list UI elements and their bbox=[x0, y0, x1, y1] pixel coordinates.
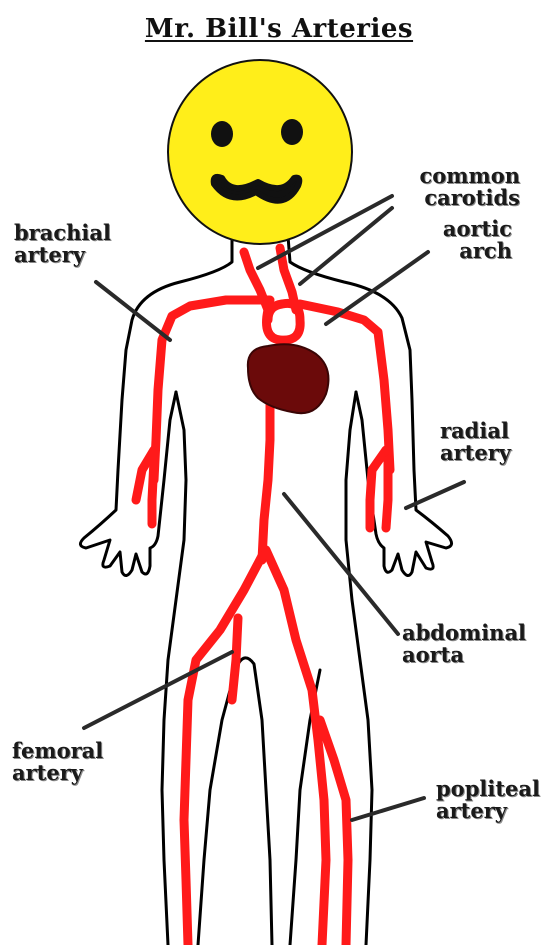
left-radial-branch bbox=[152, 460, 154, 524]
right-eye bbox=[281, 119, 303, 145]
label-popliteal-artery: popliteal artery bbox=[436, 778, 540, 822]
left-eye bbox=[211, 121, 233, 147]
right-femoral bbox=[266, 550, 326, 945]
label-common-carotids: common carotids bbox=[392, 165, 520, 209]
label-femoral-artery: femoral artery bbox=[12, 740, 103, 784]
head bbox=[168, 60, 352, 244]
label-abdominal-aorta: abdominal aorta bbox=[402, 622, 526, 666]
heart bbox=[248, 344, 329, 413]
smiley-face bbox=[168, 60, 352, 244]
label-radial-artery: radial artery bbox=[440, 420, 511, 464]
right-ulnar-branch bbox=[386, 460, 388, 528]
body-outline bbox=[80, 235, 451, 945]
leader-abdominal bbox=[284, 494, 398, 634]
leader-aortic-arch bbox=[326, 252, 428, 324]
leader-popliteal bbox=[352, 798, 424, 820]
label-aortic-arch: aortic arch bbox=[400, 218, 512, 262]
leader-lines bbox=[84, 196, 464, 820]
aortic-arch bbox=[267, 303, 301, 340]
leader-femoral bbox=[84, 652, 232, 728]
left-femoral-branch bbox=[232, 618, 238, 700]
left-femoral bbox=[184, 556, 262, 945]
label-brachial-artery: brachial artery bbox=[14, 222, 111, 266]
